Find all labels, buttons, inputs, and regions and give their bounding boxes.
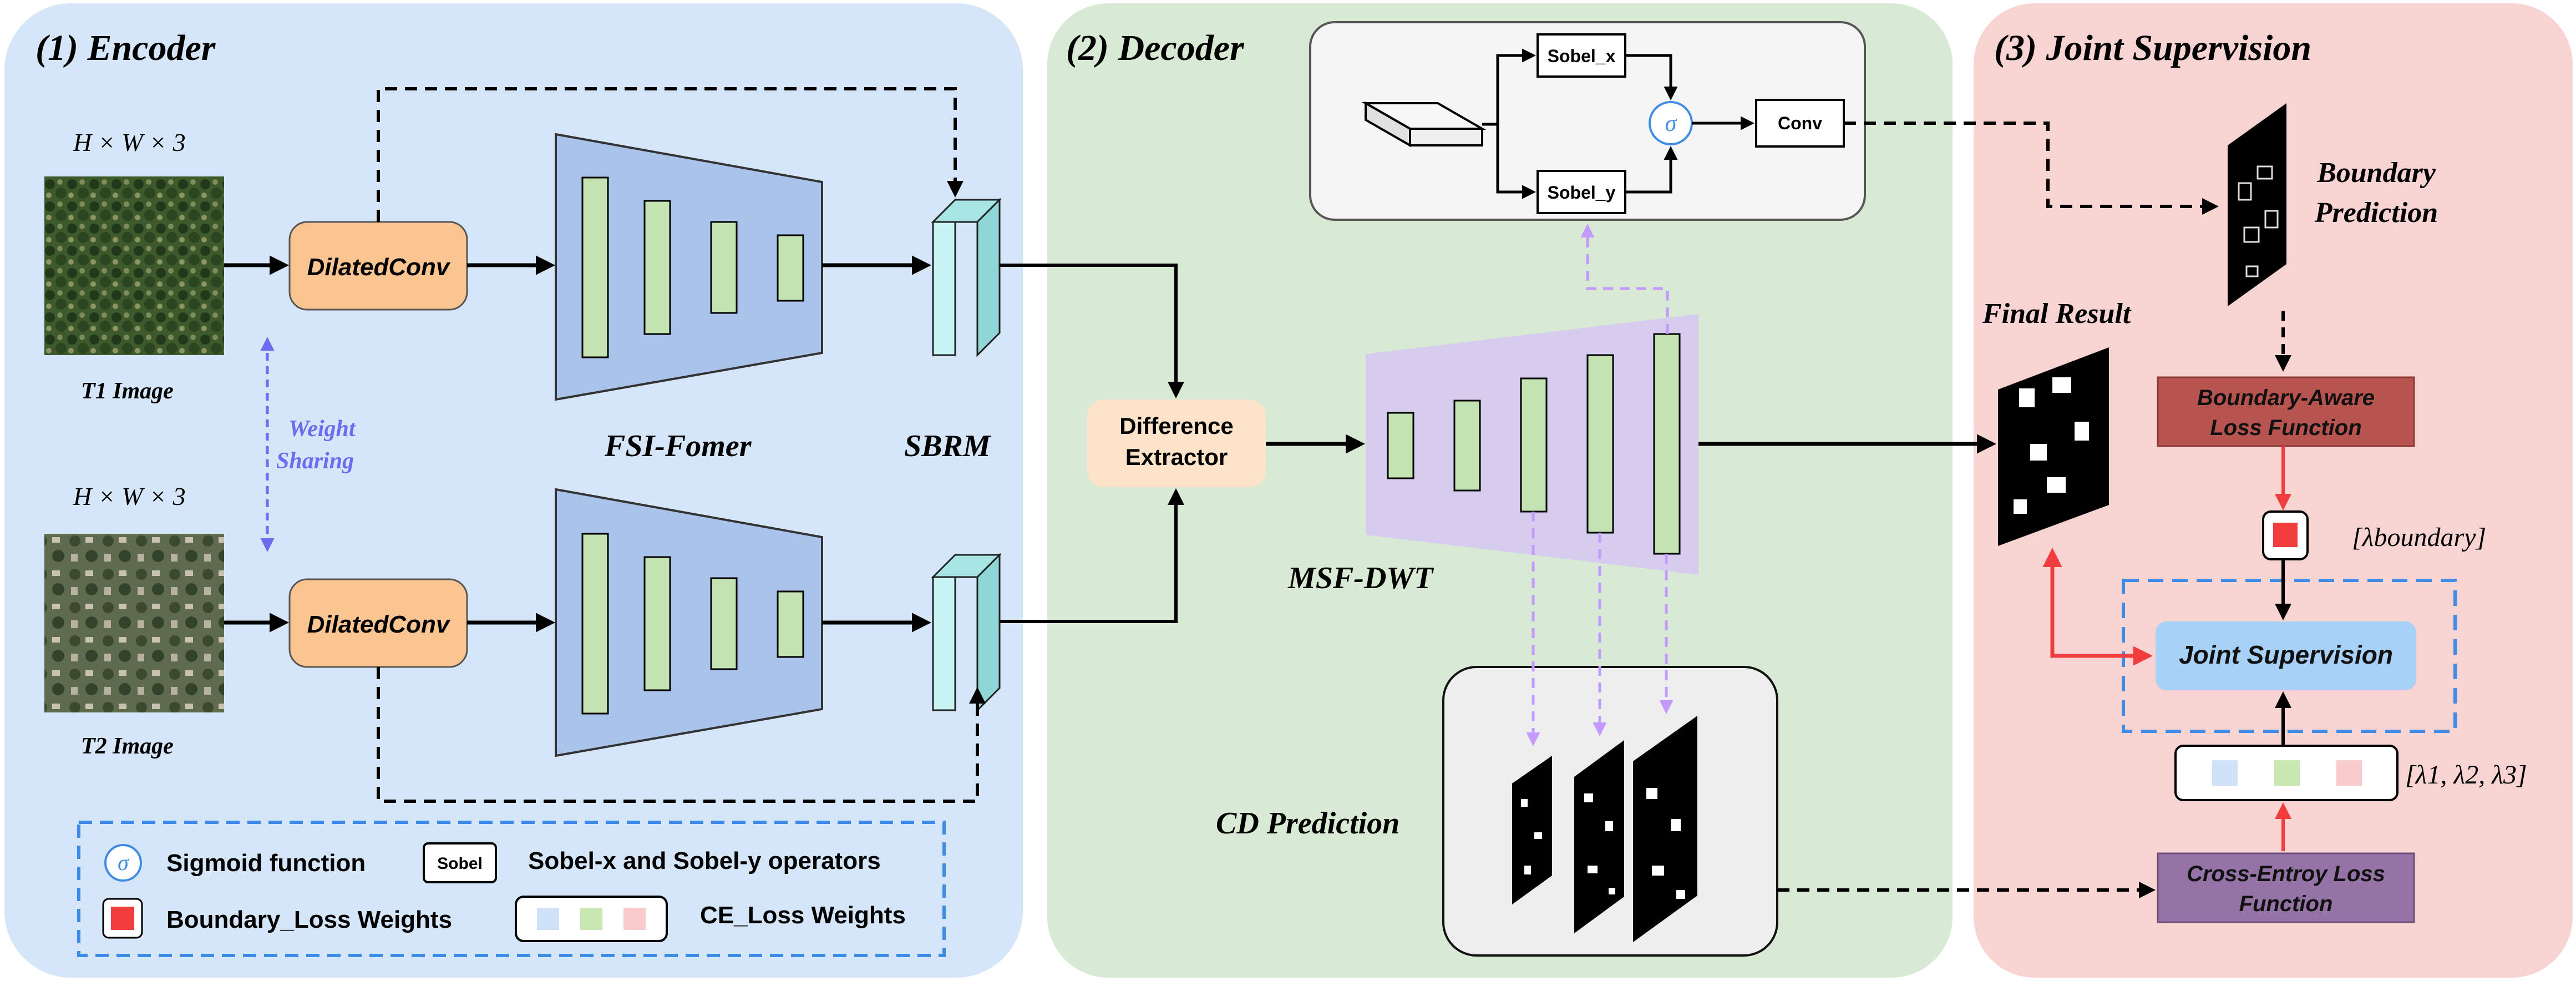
msf-bar	[1586, 354, 1614, 534]
legend-sobel-desc: Sobel-x and Sobel-y operators	[528, 847, 881, 874]
t2-image-label: T2 Image	[81, 734, 174, 759]
sobel-input-slab	[1361, 101, 1487, 148]
legend-sigmoid-text: Sigmoid function	[166, 849, 366, 877]
input-size-top: H × W × 3	[73, 128, 186, 156]
fsi-bar	[777, 234, 804, 302]
sobel-y-label: Sobel_y	[1548, 183, 1616, 203]
t1-image-label: T1 Image	[81, 378, 174, 404]
fsi-bar	[710, 221, 738, 314]
joint-panel	[1974, 3, 2573, 978]
ba-loss-label-1: Boundary-Aware	[2197, 386, 2375, 410]
msf-bar	[1387, 412, 1414, 479]
msf-bar	[1520, 377, 1548, 513]
dilatedconv-top-label: DilatedConv	[307, 254, 451, 281]
difference-extractor-label-2: Extractor	[1125, 444, 1228, 470]
legend-ce-swatch	[623, 908, 646, 930]
legend-sigma-symbol: σ	[118, 850, 129, 875]
difference-extractor	[1087, 400, 1266, 487]
conv-to-boundary-dashed	[1844, 122, 2219, 215]
difference-extractor-label-1: Difference	[1119, 413, 1233, 439]
fsi-bar	[581, 176, 609, 358]
sbrm-bottom	[931, 553, 1002, 712]
fsi-bar	[581, 533, 609, 715]
legend-ce-text: CE_Loss Weights	[700, 902, 906, 929]
ce-weight-swatch	[2274, 760, 2300, 786]
legend-sigma-icon	[104, 844, 142, 882]
legend-sobel-box	[423, 842, 497, 883]
lambda-ce: [λ1, λ2, λ3]	[2405, 760, 2527, 790]
input-size-bottom: H × W × 3	[73, 482, 186, 510]
ce-loss-label-1: Cross-Entroy Loss	[2187, 862, 2385, 886]
arrow-sbrm-diff-bottom	[1000, 488, 1184, 623]
skip-dashed-top	[377, 87, 964, 222]
conv-box	[1755, 99, 1845, 148]
fsi-bar	[777, 590, 804, 658]
legend-ce-swatch	[537, 908, 559, 930]
sobel-module	[1309, 21, 1866, 221]
arrow-sbrm-diff-top	[1000, 264, 1184, 398]
msf-dwt-label: MSF-DWT	[1287, 561, 1434, 595]
skip-dashed-bottom	[377, 667, 986, 803]
final-joint-red-arrow	[2042, 548, 2153, 666]
boundary-aware-loss	[2157, 376, 2415, 447]
boundary-weight-icon	[2273, 523, 2298, 547]
legend-ce-swatch	[580, 908, 602, 930]
ba-loss-label-2: Loss Function	[2210, 416, 2361, 440]
lambda-boundary: [λboundary]	[2352, 523, 2486, 552]
joint-supervision-label: Joint Supervision	[2179, 640, 2393, 669]
sigma-symbol: σ	[1665, 111, 1678, 136]
fsi-bar	[643, 556, 671, 691]
fsi-bar	[710, 577, 738, 670]
t2-image	[44, 534, 224, 712]
cd-prediction-maps	[1512, 716, 1697, 942]
msf-to-sobel-dashed	[1580, 224, 1669, 334]
sbrm-top	[931, 198, 1002, 357]
arrow-to-sobel-y	[1496, 124, 1536, 199]
legend-boundary-text: Boundary_Loss Weights	[166, 906, 452, 933]
boundary-prediction-label-1: Boundary	[2316, 157, 2436, 189]
fsi-former-label: FSI-Fomer	[604, 429, 752, 463]
fsi-former-bottom	[555, 488, 823, 757]
weight-sharing-label-1: Weight	[288, 416, 356, 442]
joint-title: (3) Joint Supervision	[1994, 28, 2311, 68]
msf-bar	[1653, 333, 1681, 555]
decoder-title: (2) Decoder	[1066, 28, 1245, 68]
final-result-label: Final Result	[1982, 298, 2132, 330]
legend-box	[77, 821, 946, 957]
ce-loss-label-2: Function	[2239, 892, 2333, 916]
t1-image	[44, 176, 224, 355]
sobel-x-label: Sobel_x	[1548, 46, 1616, 66]
ce-weight-swatch	[2336, 760, 2362, 786]
boundary-prediction-map	[2228, 103, 2286, 306]
ce-weight-swatch	[2212, 760, 2238, 786]
ce-loss-box	[2157, 852, 2415, 923]
final-result-map	[1998, 347, 2109, 546]
legend-sobel-box-text: Sobel	[437, 854, 483, 873]
arrow-to-sobel-x	[1496, 48, 1536, 124]
dilatedconv-bottom-label: DilatedConv	[307, 611, 451, 638]
msf-bar	[1453, 400, 1481, 492]
cd-prediction-label: CD Prediction	[1216, 806, 1399, 841]
joint-supervision-box	[2156, 621, 2416, 690]
sbrm-label: SBRM	[904, 429, 992, 463]
legend-boundary-icon	[111, 907, 134, 930]
fsi-former-top	[555, 133, 823, 401]
fsi-bar	[643, 200, 671, 335]
conv-label: Conv	[1778, 113, 1822, 133]
encoder-title: (1) Encoder	[36, 28, 216, 68]
boundary-prediction-label-2: Prediction	[2314, 197, 2438, 229]
arrow-sobelx-sigma	[1625, 54, 1678, 100]
arrow-sobely-sigma	[1625, 146, 1678, 194]
weight-sharing-label-2: Sharing	[276, 448, 354, 474]
